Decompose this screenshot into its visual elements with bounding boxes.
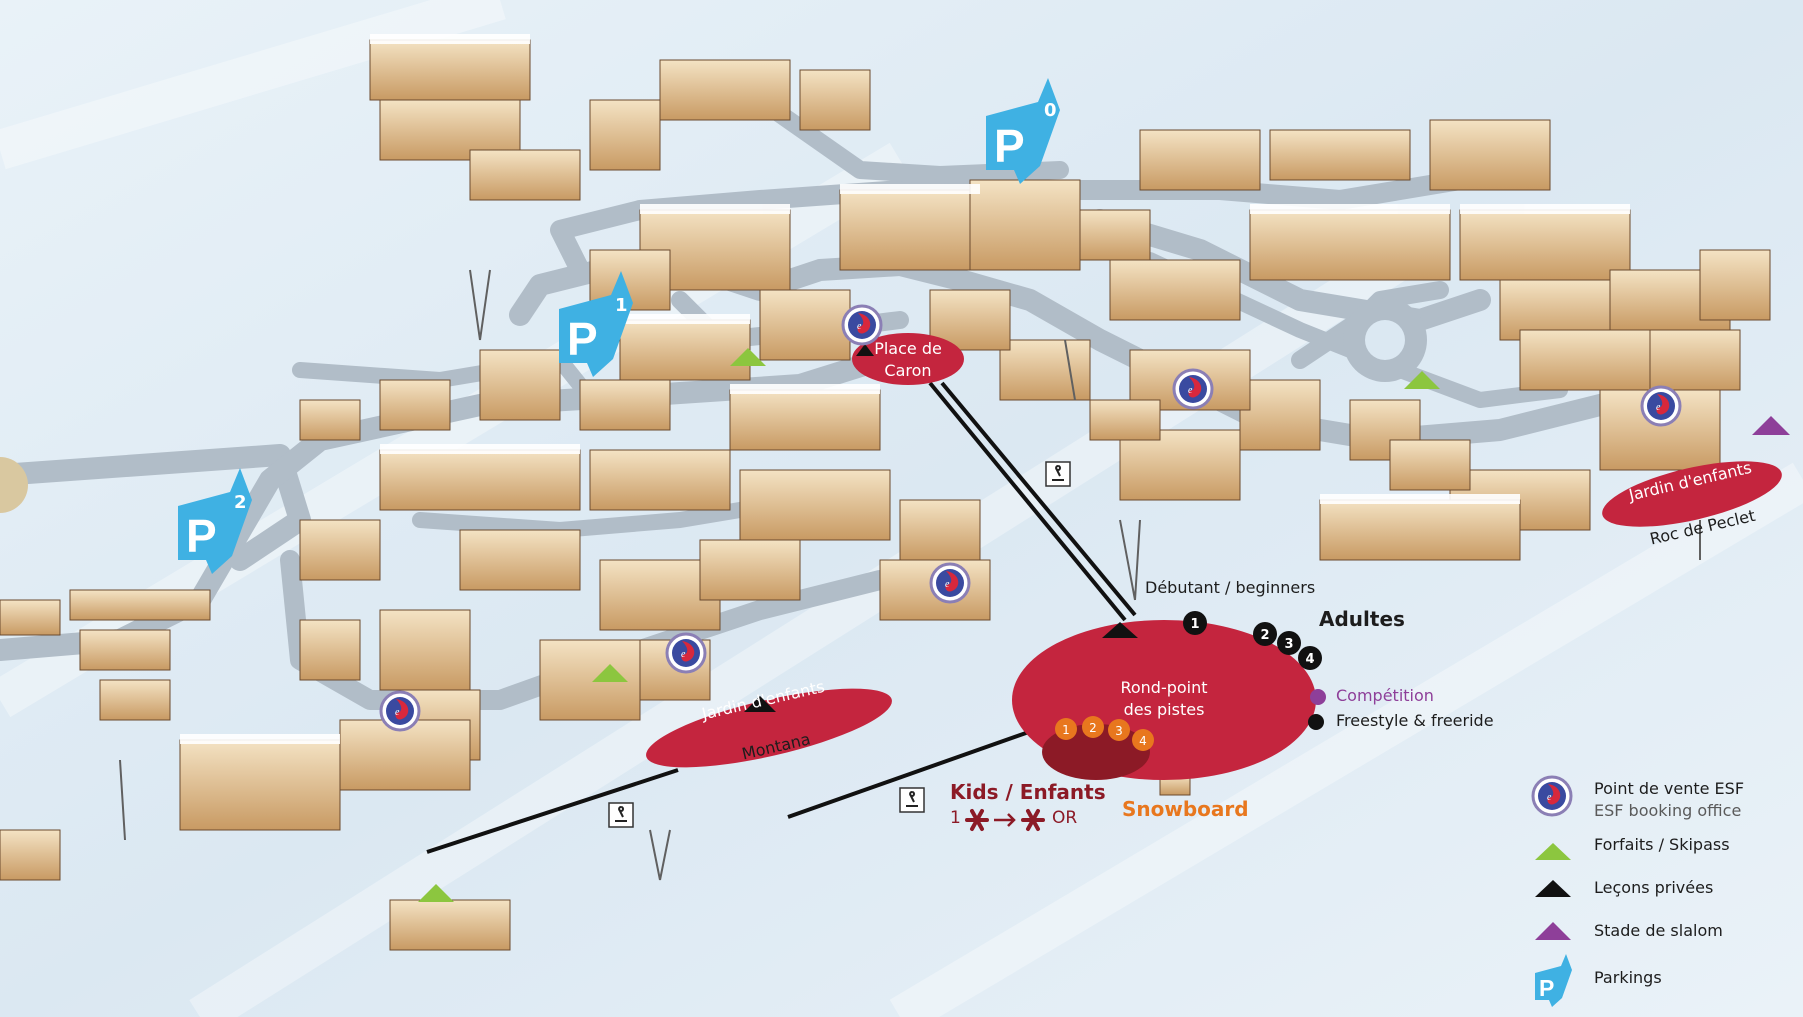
esf-icon-center[interactable] [929, 562, 971, 604]
parking-0-number: 0 [1044, 100, 1057, 121]
legend-esf: Point de vente ESF ESF booking office [1528, 774, 1788, 820]
private-lesson-markers [744, 344, 1138, 712]
place-caron-area[interactable] [852, 333, 964, 385]
kids-title: Kids / Enfants [950, 780, 1106, 804]
place-caron-label: Place de Caron [858, 338, 958, 382]
school-areas [640, 333, 1788, 783]
rond-point-label: Rond-point des pistes [1094, 677, 1234, 721]
slalom-marker[interactable] [1752, 416, 1790, 435]
kids-to-level: OR [1052, 808, 1078, 828]
legend-private-label: Leçons privées [1594, 878, 1714, 897]
parking-1-number: 1 [615, 295, 628, 316]
parking-0[interactable]: 0 [986, 78, 1060, 184]
skipass-east[interactable] [1404, 371, 1440, 389]
esf-icon-east[interactable] [1172, 368, 1214, 410]
kids-from-level: 1 [950, 808, 961, 828]
arrow-right-icon [994, 813, 1016, 827]
legend-esf-line2: ESF booking office [1594, 801, 1742, 820]
private-lesson-montana[interactable] [744, 696, 776, 712]
skier-sign-icon [1045, 461, 1071, 487]
jardin-montana-area[interactable] [640, 672, 898, 783]
snowflake-icon [1021, 809, 1045, 831]
beginners-label: Débutant / beginners [1145, 578, 1316, 597]
skipass-markers [418, 348, 1440, 902]
triangle-purple-icon [1535, 922, 1571, 940]
adult-level-3: 3 [1284, 637, 1293, 652]
kid-level-3: 3 [1115, 724, 1123, 738]
parking-2-number: 2 [234, 492, 247, 513]
kid-level-dots: 1 2 3 4 [1055, 716, 1154, 751]
kid-level-1: 1 [1062, 723, 1070, 737]
legend-slalom: Stade de slalom [1528, 916, 1788, 960]
kids-star-icons [965, 809, 1045, 831]
private-lesson-rond-point[interactable] [1102, 622, 1138, 638]
adults-label: Adultes [1319, 607, 1405, 631]
triangle-black-icon [1535, 880, 1571, 897]
adult-level-1: 1 [1190, 617, 1199, 632]
competition-dot [1310, 689, 1326, 705]
parkings: 0 1 2 [178, 78, 1060, 574]
parking-1[interactable]: 1 [559, 271, 633, 377]
legend-skipass: Forfaits / Skipass [1528, 830, 1788, 874]
skipass-montana[interactable] [592, 664, 628, 682]
adult-level-2: 2 [1260, 628, 1269, 643]
snowboard-label: Snowboard [1122, 797, 1249, 821]
skipass-bottom[interactable] [418, 884, 454, 902]
place-caron-line1: Place de [874, 339, 942, 358]
triangle-green-icon [1535, 843, 1571, 860]
esf-icon-peclet[interactable] [1640, 385, 1682, 427]
legend-private: Leçons privées [1528, 873, 1788, 917]
rond-point-line1: Rond-point [1120, 678, 1208, 697]
lift-lines [426, 381, 1137, 854]
adult-level-dots: 1 2 3 4 [1183, 611, 1322, 670]
freestyle-dot [1308, 714, 1324, 730]
rond-point-line2: des pistes [1123, 700, 1205, 719]
freestyle-label: Freestyle & freeride [1336, 711, 1494, 730]
legend-icons [1531, 775, 1573, 1007]
legend-esf-line1: Point de vente ESF [1594, 779, 1745, 798]
legend-parkings: Parkings [1528, 963, 1788, 1007]
parking-2[interactable]: 2 [178, 468, 252, 574]
snowflake-icon [965, 809, 989, 831]
kid-level-2: 2 [1089, 721, 1097, 735]
competition-label: Compétition [1336, 686, 1434, 705]
esf-icon-montana[interactable] [665, 632, 707, 674]
legend-slalom-label: Stade de slalom [1594, 921, 1723, 940]
legend-parkings-label: Parkings [1594, 968, 1662, 987]
skier-sign-icon [608, 802, 634, 828]
skipass-caron[interactable] [730, 348, 766, 366]
jardin-peclet-area[interactable] [1597, 448, 1788, 540]
legend-skipass-label: Forfaits / Skipass [1594, 835, 1730, 854]
esf-icon-west[interactable] [379, 690, 421, 732]
kid-level-4: 4 [1139, 734, 1147, 748]
pylons [119, 269, 1701, 881]
helipad [0, 457, 28, 513]
skier-sign-icon [899, 787, 925, 813]
adult-level-4: 4 [1305, 652, 1314, 667]
roofs [180, 34, 1630, 744]
private-lesson-caron[interactable] [856, 344, 874, 356]
place-caron-line2: Caron [884, 361, 932, 380]
